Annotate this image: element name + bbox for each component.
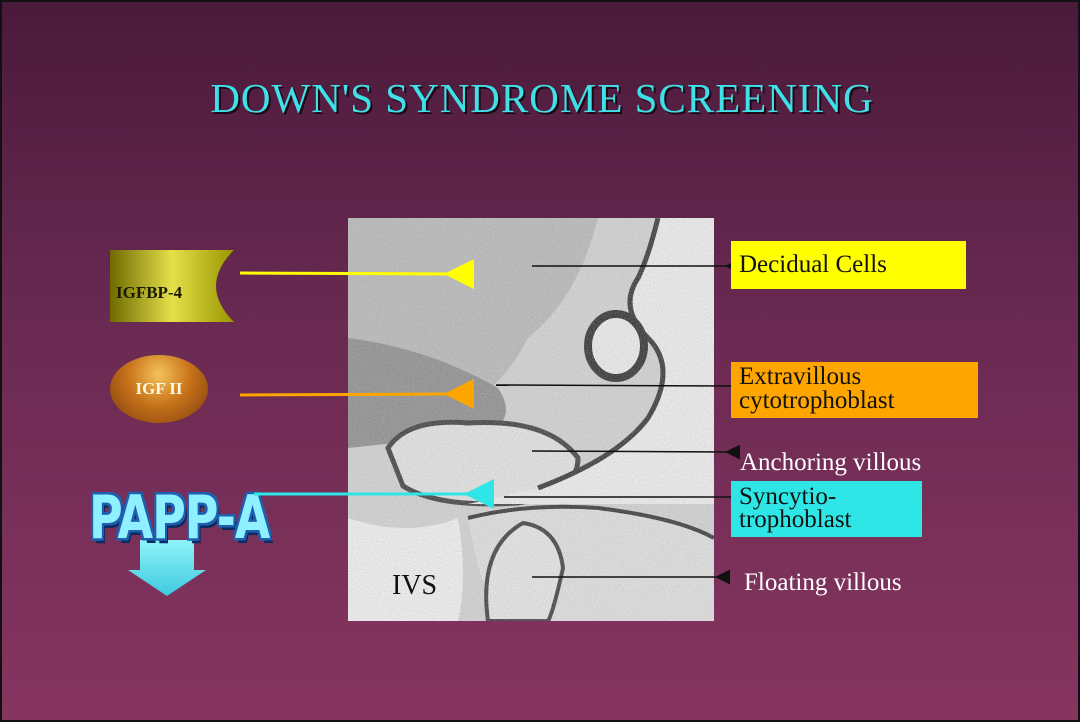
arrow-igf2 (240, 394, 450, 395)
label-floating-text: Floating villous (744, 569, 902, 596)
label-anchoring-text: Anchoring villous (740, 449, 921, 476)
label-anchoring: Anchoring villous (740, 450, 921, 475)
arrow-igfbp4 (240, 273, 450, 274)
label-syncytio-line2: trophoblast (739, 508, 914, 531)
label-extravillous-line1: Extravillous (739, 365, 970, 389)
label-extravillous: Extravillous cytotrophoblast (731, 362, 978, 418)
label-syncytiotrophoblast: Syncytio- trophoblast (731, 481, 922, 537)
label-extravillous-line2: cytotrophoblast (739, 389, 970, 413)
label-syncytio-line1: Syncytio- (739, 485, 914, 508)
pointer-anchoring (532, 451, 728, 452)
label-decidual-text: Decidual Cells (739, 251, 887, 278)
label-floating: Floating villous (744, 570, 902, 595)
pointer-extravillous (496, 385, 732, 386)
label-decidual-cells: Decidual Cells (731, 241, 966, 289)
